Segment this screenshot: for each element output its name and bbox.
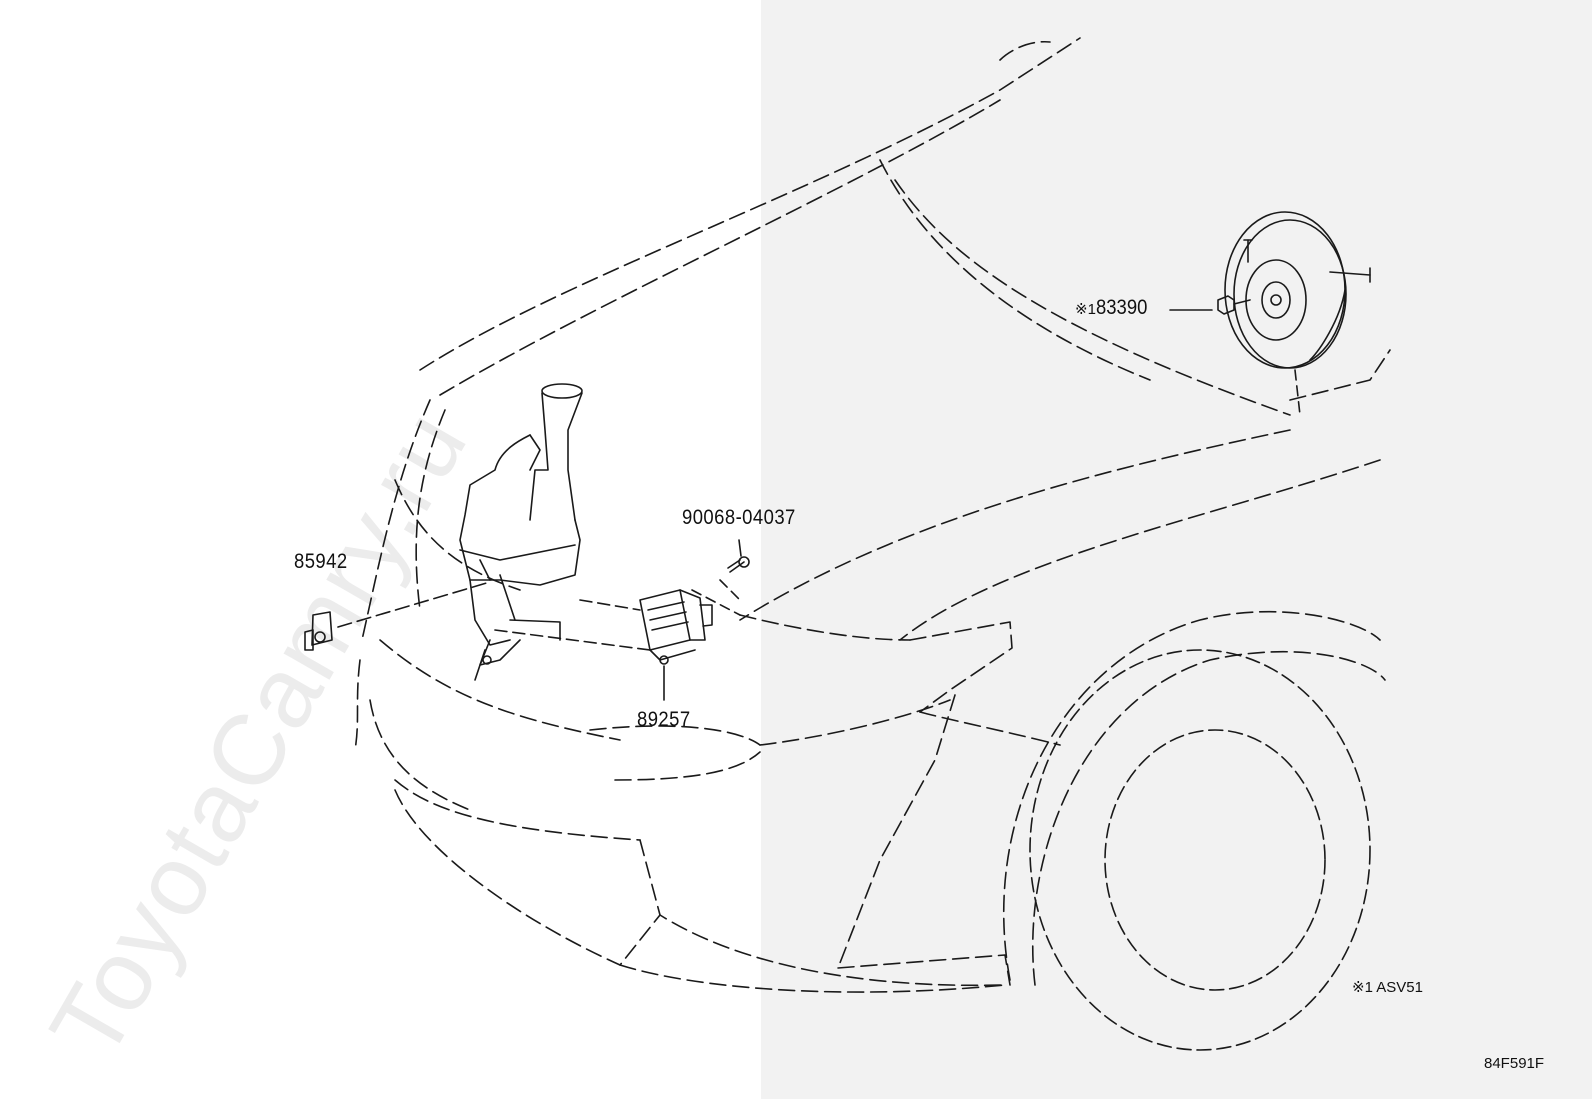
part-label-85942[interactable]: 85942 [294,550,348,573]
part-label-89257[interactable]: 89257 [637,708,691,731]
shaded-panel [761,0,1592,1099]
model-note: ※1 ASV51 [1352,979,1423,996]
wheel [1029,649,1371,1051]
sensor-85942 [304,611,333,651]
washer-tank [459,383,583,681]
diagram-code: 84F591F [1484,1055,1545,1072]
asv51-mark: ※1 [1075,301,1096,318]
bolt-90068-04037 [727,556,750,573]
module-89257 [639,589,713,665]
part-number-83390: 83390 [1095,296,1148,319]
part-label-83390[interactable]: ※183390 [1075,296,1154,320]
brake-booster [1217,211,1371,416]
part-label-90068-04037[interactable]: 90068-04037 [682,506,796,529]
leader-lines [337,299,1251,701]
vehicle-outline [354,37,1391,993]
